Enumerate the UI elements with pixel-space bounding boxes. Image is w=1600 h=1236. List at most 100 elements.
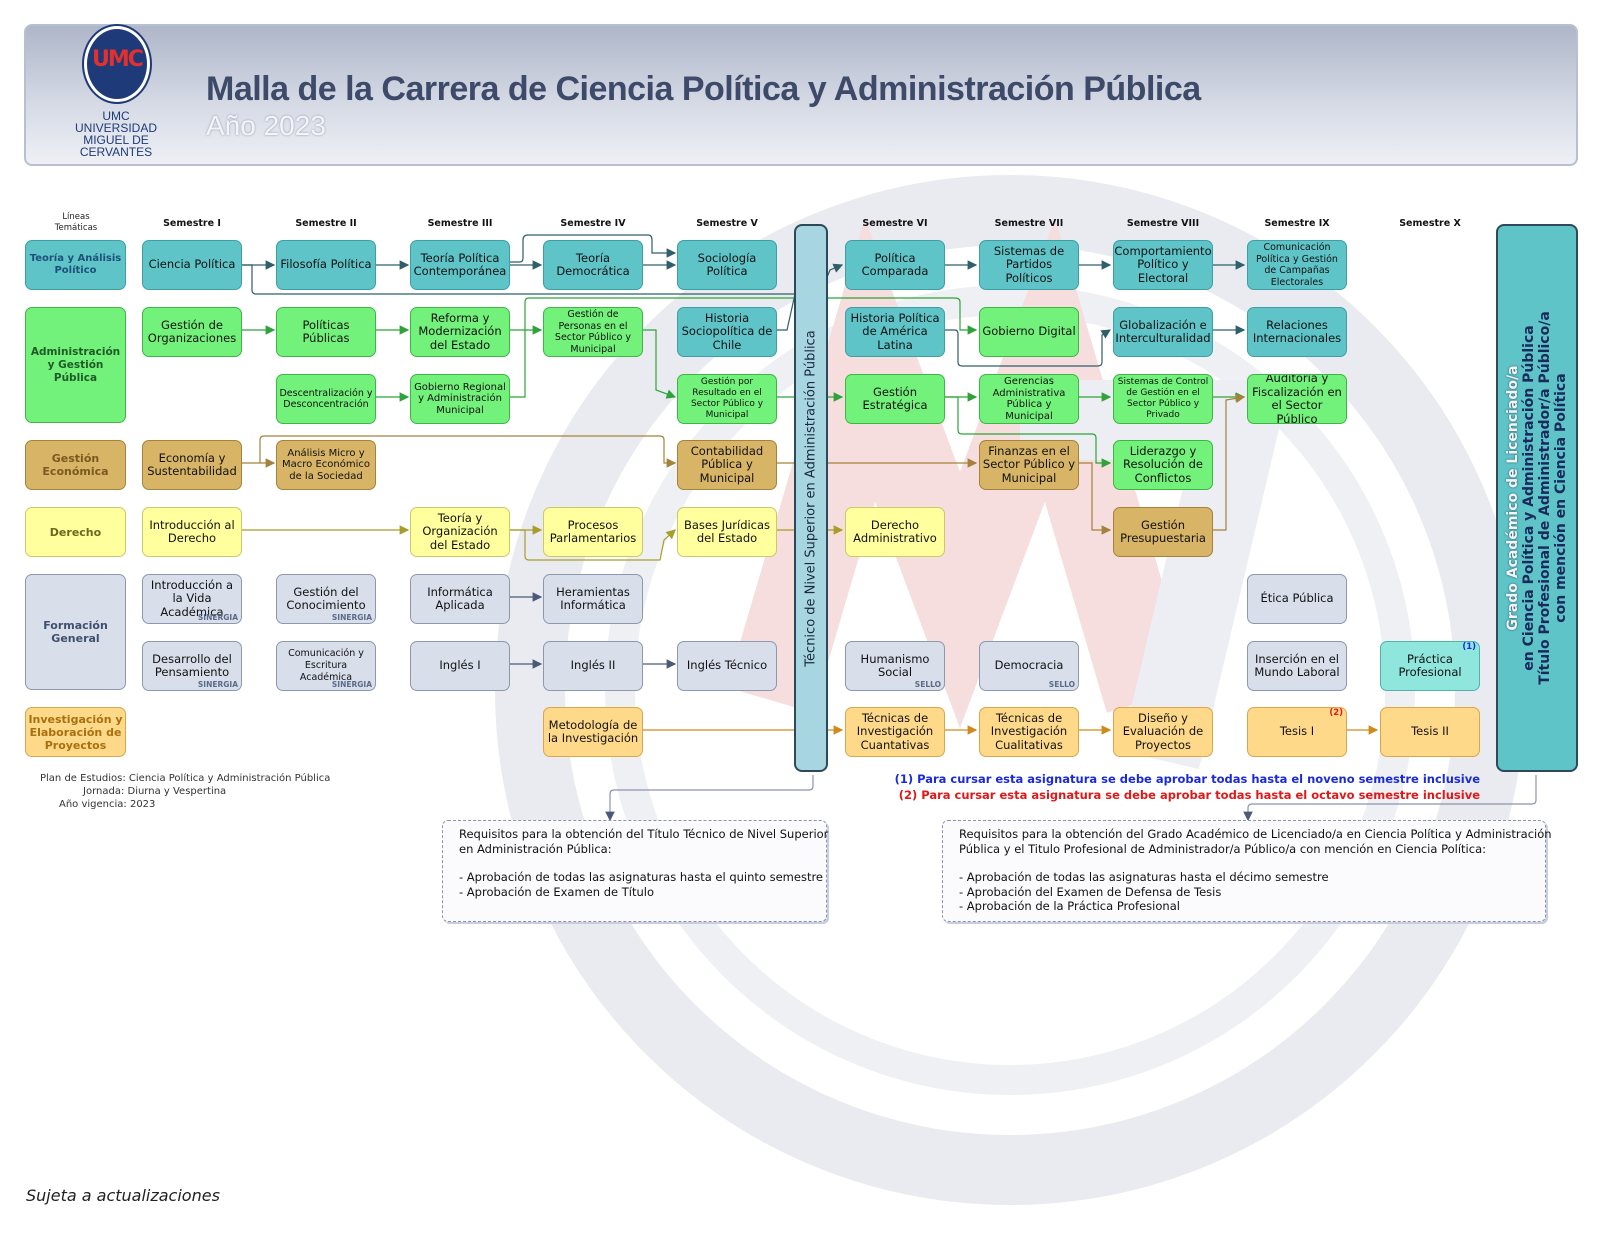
course-teoria-politica-contemporanea[interactable]: Teoría Política Contemporánea — [410, 240, 510, 290]
course-descentralizacion[interactable]: Descentralización y Desconcentración — [276, 374, 376, 424]
course-auditoria[interactable]: Auditoría y Fiscalización en el Sector P… — [1247, 374, 1347, 424]
course-analisis-micro-macro[interactable]: Análisis Micro y Macro Económico de la S… — [276, 440, 376, 490]
course-gestion-organizaciones[interactable]: Gestión de Organizaciones — [142, 307, 242, 357]
sinergia-tag: SINERGIA — [331, 613, 372, 622]
grado-title-2: en Ciencia Política y Administración Púb… — [1521, 325, 1537, 671]
course-reforma-modernizacion[interactable]: Reforma y Modernización del Estado — [410, 307, 510, 357]
course-bases-juridicas[interactable]: Bases Jurídicas del Estado — [677, 507, 777, 557]
course-gestion-por-resultado[interactable]: Gestión por Resultado en el Sector Públi… — [677, 374, 777, 424]
semester-5-header: Semestre V — [696, 218, 758, 229]
note-2-marker: (2) — [1329, 708, 1343, 718]
course-sociologia-politica[interactable]: Sociología Política — [677, 240, 777, 290]
course-tecnicas-cualitativas[interactable]: Técnicas de Investigación Cualitativas — [979, 707, 1079, 757]
requisitos-tecnico: Requisitos para la obtención del Título … — [442, 820, 829, 922]
note-1-text: (1) Para cursar esta asignatura se debe … — [894, 772, 1480, 786]
course-politicas-publicas[interactable]: Políticas Públicas — [276, 307, 376, 357]
sello-tag: SELLO — [1048, 680, 1075, 689]
course-relaciones-internacionales[interactable]: Relaciones Internacionales — [1247, 307, 1347, 357]
semester-1-header: Semestre I — [163, 218, 221, 229]
semester-6-header: Semestre VI — [862, 218, 928, 229]
grado-title-3: Título Profesional de Administrador/a Pú… — [1537, 311, 1553, 685]
course-teoria-organizacion-estado[interactable]: Teoría y Organización del Estado — [410, 507, 510, 557]
tecnico-milestone-bar: Técnico de Nivel Superior en Administrac… — [794, 224, 828, 772]
course-introduccion-derecho[interactable]: Introducción al Derecho — [142, 507, 242, 557]
sinergia-tag: SINERGIA — [331, 680, 372, 689]
course-tesis-1[interactable]: Tesis I(2) — [1247, 707, 1347, 757]
header-banner — [24, 24, 1578, 166]
course-procesos-parlamentarios[interactable]: Procesos Parlamentarios — [543, 507, 643, 557]
semester-4-header: Semestre IV — [560, 218, 626, 229]
course-tecnicas-cuantitativas[interactable]: Técnicas de Investigación Cuantativas — [845, 707, 945, 757]
course-liderazgo[interactable]: Liderazgo y Resolución de Conflictos — [1113, 440, 1213, 490]
category-derecho: Derecho — [25, 507, 126, 557]
course-finanzas-sector-publico[interactable]: Finanzas en el Sector Público y Municipa… — [979, 440, 1079, 490]
grado-milestone-bar: Grado Académico de Licenciado/a en Cienc… — [1496, 224, 1578, 772]
course-practica-profesional[interactable]: Práctica Profesional(1) — [1380, 641, 1480, 691]
requisitos-grado: Requisitos para la obtención del Grado A… — [942, 820, 1552, 922]
semester-2-header: Semestre II — [295, 218, 357, 229]
tecnico-title: Técnico de Nivel Superior en Administrac… — [803, 329, 819, 667]
course-contabilidad-publica[interactable]: Contabilidad Pública y Municipal — [677, 440, 777, 490]
grado-title-4: con mención en Ciencia Política — [1553, 373, 1569, 623]
course-insercion-mundo-laboral[interactable]: Inserción en el Mundo Laboral — [1247, 641, 1347, 691]
logo-text-umc: UMC — [102, 109, 130, 123]
category-investigacion: Investigación y Elaboración de Proyectos — [25, 707, 126, 757]
course-gerencias-administrativa[interactable]: Gerencias Administrativa Pública y Munic… — [979, 374, 1079, 424]
semester-9-header: Semestre IX — [1264, 218, 1330, 229]
course-ciencia-politica[interactable]: Ciencia Política — [142, 240, 242, 290]
course-gobierno-regional[interactable]: Gobierno Regional y Administración Munic… — [410, 374, 510, 424]
logo-seal-icon: UMC — [84, 26, 150, 102]
course-etica-publica[interactable]: Ética Pública — [1247, 574, 1347, 624]
page-subtitle: Año 2023 — [206, 110, 326, 141]
category-administracion: Administración y Gestión Pública — [25, 307, 126, 423]
semester-7-header: Semestre VII — [994, 218, 1064, 229]
course-comunicacion-politica[interactable]: Comunicación Política y Gestión de Campa… — [1247, 240, 1347, 290]
course-sistemas-de-partidos[interactable]: Sistemas de Partidos Políticos — [979, 240, 1079, 290]
course-gestion-presupuestaria[interactable]: Gestión Presupuestaria — [1113, 507, 1213, 557]
course-derecho-administrativo[interactable]: Derecho Administrativo — [845, 507, 945, 557]
course-politica-comparada[interactable]: Política Comparada — [845, 240, 945, 290]
page-title: Malla de la Carrera de Ciencia Política … — [206, 70, 1201, 108]
course-gestion-de-personas[interactable]: Gestión de Personas en el Sector Público… — [543, 307, 643, 357]
plan-estudios: Plan de Estudios: Ciencia Política y Adm… — [40, 773, 331, 784]
university-logo: UMC UMC UNIVERSIDAD MIGUEL DE CERVANTES — [46, 26, 186, 158]
course-filosofia-politica[interactable]: Filosofía Política — [276, 240, 376, 290]
req-grado-line5: - Aprobación de la Práctica Profesional — [959, 899, 1180, 913]
req-tecnico-line1: Requisitos para la obtención del Título … — [459, 827, 829, 841]
course-teoria-democratica[interactable]: Teoría Democrática — [543, 240, 643, 290]
course-gestion-estrategica[interactable]: Gestión Estratégica — [845, 374, 945, 424]
semester-8-header: Semestre VIII — [1126, 218, 1200, 229]
semester-3-header: Semestre III — [427, 218, 493, 229]
sinergia-tag: SINERGIA — [197, 613, 238, 622]
course-herramientas-informatica[interactable]: Heramientas Informática — [543, 574, 643, 624]
course-ingles-2[interactable]: Inglés II — [543, 641, 643, 691]
category-economica: Gestión Económica — [25, 440, 126, 490]
course-diseno-evaluacion[interactable]: Diseño y Evaluación de Proyectos — [1113, 707, 1213, 757]
course-historia-sociopolitica[interactable]: Historia Sociopolítica de Chile — [677, 307, 777, 357]
course-ingles-tecnico[interactable]: Inglés Técnico — [677, 641, 777, 691]
course-economia-sustentabilidad[interactable]: Economía y Sustentabilidad — [142, 440, 242, 490]
req-tecnico-line2: en Administración Pública: — [459, 841, 612, 856]
logo-text-universidad: UNIVERSIDAD — [74, 121, 157, 135]
course-informatica-aplicada[interactable]: Informática Aplicada — [410, 574, 510, 624]
course-comportamiento-politico[interactable]: Comportamiento Político y Electoral — [1113, 240, 1213, 290]
footer-note: Sujeta a actualizaciones — [26, 1186, 220, 1205]
course-sistemas-de-control[interactable]: Sistemas de Control de Gestión en el Sec… — [1113, 374, 1213, 424]
course-gobierno-digital[interactable]: Gobierno Digital — [979, 307, 1079, 357]
course-metodologia-investigacion[interactable]: Metodología de la Investigación — [543, 707, 643, 757]
course-historia-politica-al[interactable]: Historia Política de América Latina — [845, 307, 945, 357]
course-globalizacion[interactable]: Globalización e Interculturalidad — [1113, 307, 1213, 357]
course-ingles-1[interactable]: Inglés I — [410, 641, 510, 691]
course-tesis-2[interactable]: Tesis II — [1380, 707, 1480, 757]
semester-10-header: Semestre X — [1399, 218, 1461, 229]
req-grado-line2: Pública y el Titulo Profesional de Admin… — [959, 841, 1486, 856]
note-2-text: (2) Para cursar esta asignatura se debe … — [898, 788, 1480, 802]
grado-title-1: Grado Académico de Licenciado/a — [1505, 365, 1521, 631]
